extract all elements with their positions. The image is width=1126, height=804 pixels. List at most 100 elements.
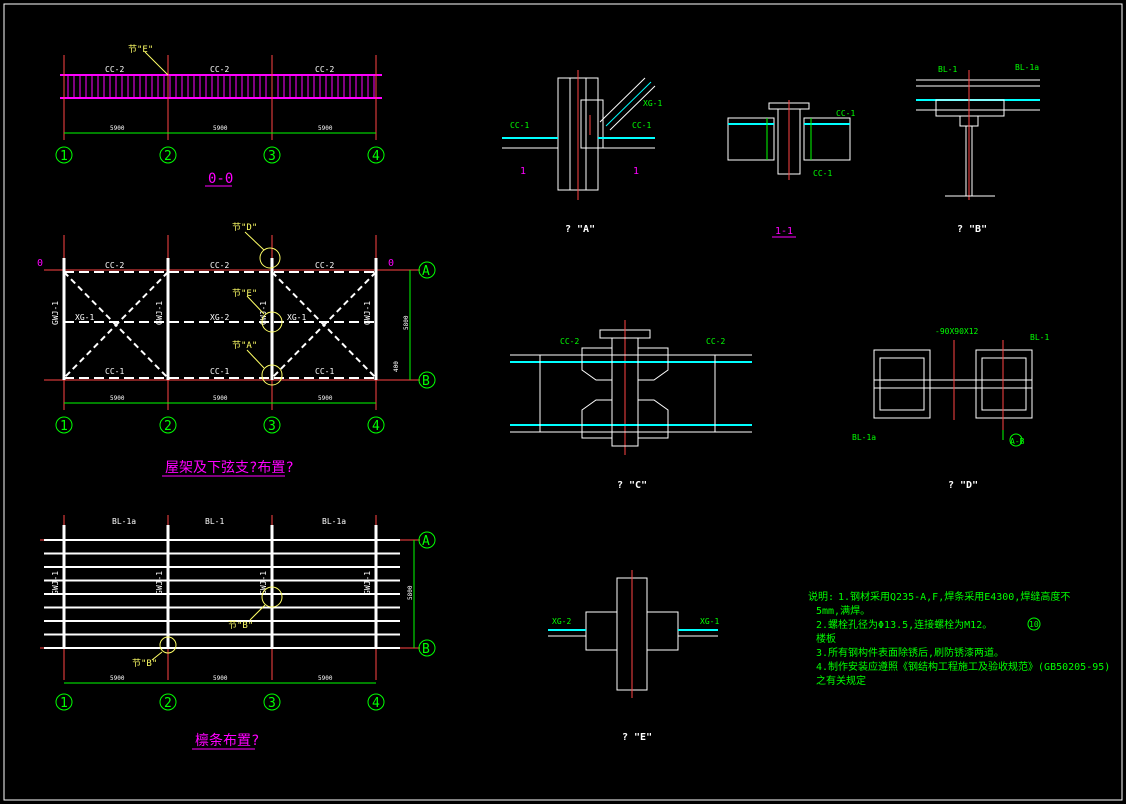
detail-d: -90X90X12 BL-1a BL-1 A-B ? "D" <box>852 327 1049 491</box>
purlin-top-3: BL-1a <box>322 517 346 526</box>
axis-2-plan: 2 <box>164 419 172 434</box>
purlin-span-1: 5900 <box>110 675 125 682</box>
axis-4-top: 4 <box>372 149 380 164</box>
detail-b-title: ? "B" <box>957 224 987 235</box>
detail-d-grid: A-B <box>1010 437 1025 446</box>
detail-a-label-3: XG-1 <box>643 99 662 108</box>
plan-mid-3: XG-1 <box>287 313 306 322</box>
plan-gwj-1: GWJ-1 <box>51 301 60 325</box>
plan-callout-d: 节"D" <box>232 222 257 233</box>
row-b-purlin: B <box>422 642 430 657</box>
top-span-1: 5900 <box>110 125 125 132</box>
section-1-1: CC-1 CC-1 1-1 <box>727 100 855 238</box>
plan-dim-right: 5800 <box>403 315 410 330</box>
plan-top-2: CC-2 <box>210 261 229 270</box>
plan-mid-1: XG-1 <box>75 313 94 322</box>
notes-line-1: 1.钢材采用Q235-A,F,焊条采用E4300,焊缝高度不 <box>838 590 1070 603</box>
section-label-2: CC-1 <box>813 169 832 178</box>
detail-b-label-2: BL-1a <box>1015 63 1039 72</box>
detail-e-label-2: XG-1 <box>700 617 719 626</box>
detail-e: XG-2 XG-1 ? "E" <box>548 570 719 743</box>
top-span-2: 5900 <box>213 125 228 132</box>
detail-d-label-2: BL-1a <box>852 433 876 442</box>
row-b-plan: B <box>422 374 430 389</box>
top-label-2: CC-2 <box>210 65 229 74</box>
detail-c-label-1: CC-2 <box>560 337 579 346</box>
top-label-3: CC-2 <box>315 65 334 74</box>
purlin-span-3: 5900 <box>318 675 333 682</box>
detail-d-label-1: -90X90X12 <box>935 327 979 336</box>
top-callout: 节"E" <box>128 44 153 55</box>
purlin-dim-right: 5800 <box>407 585 414 600</box>
axis-3-purlin: 3 <box>268 696 276 711</box>
detail-c: CC-2 CC-2 ? "C" <box>510 320 752 491</box>
plan-callout-a: 节"A" <box>232 340 257 351</box>
axis-1-purlin: 1 <box>60 696 68 711</box>
section-label-1: CC-1 <box>836 109 855 118</box>
plan-bracing: 0 0 CC-2 CC-2 CC-2 XG-1 XG-2 XG-1 CC-1 C… <box>37 222 436 477</box>
detail-a-mark-1: 1 <box>520 166 526 177</box>
detail-b: BL-1 BL-1a ? "B" <box>916 63 1040 235</box>
notes-line-6: 4.制作安装应遵照《钢结构工程施工及验收规范》(GB50205-95) <box>816 660 1110 673</box>
purlin-gwj-2: GWJ-1 <box>155 571 164 595</box>
axis-4-plan: 4 <box>372 419 380 434</box>
detail-c-title: ? "C" <box>617 480 647 491</box>
notes-line-2: 5mm,满焊。 <box>816 605 870 617</box>
detail-a-label-1: CC-1 <box>510 121 529 130</box>
detail-c-label-2: CC-2 <box>706 337 725 346</box>
purlin-callout-b2: 节"B" <box>132 658 157 669</box>
plan-gwj-2: GWJ-1 <box>155 301 164 325</box>
purlin-gwj-1: GWJ-1 <box>51 571 60 595</box>
notes-line-4: 楼板 <box>816 632 836 645</box>
purlin-callout-b1: 节"B" <box>228 620 253 631</box>
title-0-0: 0-0 <box>208 171 233 187</box>
plan-mid-2: XG-2 <box>210 313 229 322</box>
title-purlin: 檩条布置? <box>195 732 259 749</box>
row-a-plan: A <box>422 264 430 279</box>
detail-d-label-3: BL-1 <box>1030 333 1049 342</box>
plan-gwj-4: GWJ-1 <box>363 301 372 325</box>
plan-span-3: 5900 <box>318 395 333 402</box>
plan-right-mark: 0 <box>388 258 394 269</box>
detail-d-title: ? "D" <box>948 480 978 491</box>
plan-bot-3: CC-1 <box>315 367 334 376</box>
purlin-top-2: BL-1 <box>205 517 224 526</box>
plan-callout-e: 节"E" <box>232 288 257 299</box>
purlin-top-1: BL-1a <box>112 517 136 526</box>
plan-span-2: 5900 <box>213 395 228 402</box>
axis-1-plan: 1 <box>60 419 68 434</box>
purlin-span-2: 5900 <box>213 675 228 682</box>
general-notes: 说明: 1.钢材采用Q235-A,F,焊条采用E4300,焊缝高度不 5mm,满… <box>808 590 1110 687</box>
row-a-purlin: A <box>422 534 430 549</box>
axis-1-top: 1 <box>60 149 68 164</box>
detail-a-label-2: CC-1 <box>632 121 651 130</box>
axis-2-top: 2 <box>164 149 172 164</box>
axis-3-plan: 3 <box>268 419 276 434</box>
axis-2-purlin: 2 <box>164 696 172 711</box>
plan-dim-small: 400 <box>393 361 400 372</box>
notes-line-7: 之有关规定 <box>816 674 866 687</box>
elevation-0-0: CC-2 CC-2 CC-2 节"E" 5900 5900 5900 1 2 3… <box>55 44 385 187</box>
title-plan-bracing: 屋架及下弦支?布置? <box>165 460 294 476</box>
top-label-1: CC-2 <box>105 65 124 74</box>
drawing-frame <box>3 3 1123 801</box>
plan-bot-2: CC-1 <box>210 367 229 376</box>
plan-top-1: CC-2 <box>105 261 124 270</box>
axis-3-top: 3 <box>268 149 276 164</box>
detail-a-mark-2: 1 <box>633 166 639 177</box>
top-span-3: 5900 <box>318 125 333 132</box>
purlin-gwj-4: GWJ-1 <box>363 571 372 595</box>
plan-purlin: BL-1a BL-1 BL-1a GWJ-1 GWJ-1 GWJ-1 GWJ-1… <box>40 515 436 750</box>
plan-span-1: 5900 <box>110 395 125 402</box>
detail-a-title: ? "A" <box>565 224 595 235</box>
purlin-gwj-3: GWJ-1 <box>259 571 268 595</box>
plan-left-mark: 0 <box>37 258 43 269</box>
detail-e-title: ? "E" <box>622 732 652 743</box>
notes-heading: 说明: <box>808 590 834 603</box>
notes-line-3: 2.螺栓孔径为Φ13.5,连接螺栓为M12。 <box>816 618 992 631</box>
section-title: 1-1 <box>775 226 793 237</box>
detail-a: CC-1 CC-1 XG-1 1 1 ? "A" <box>502 70 662 235</box>
axis-4-purlin: 4 <box>372 696 380 711</box>
notes-circle-mark: 10 <box>1029 620 1039 629</box>
